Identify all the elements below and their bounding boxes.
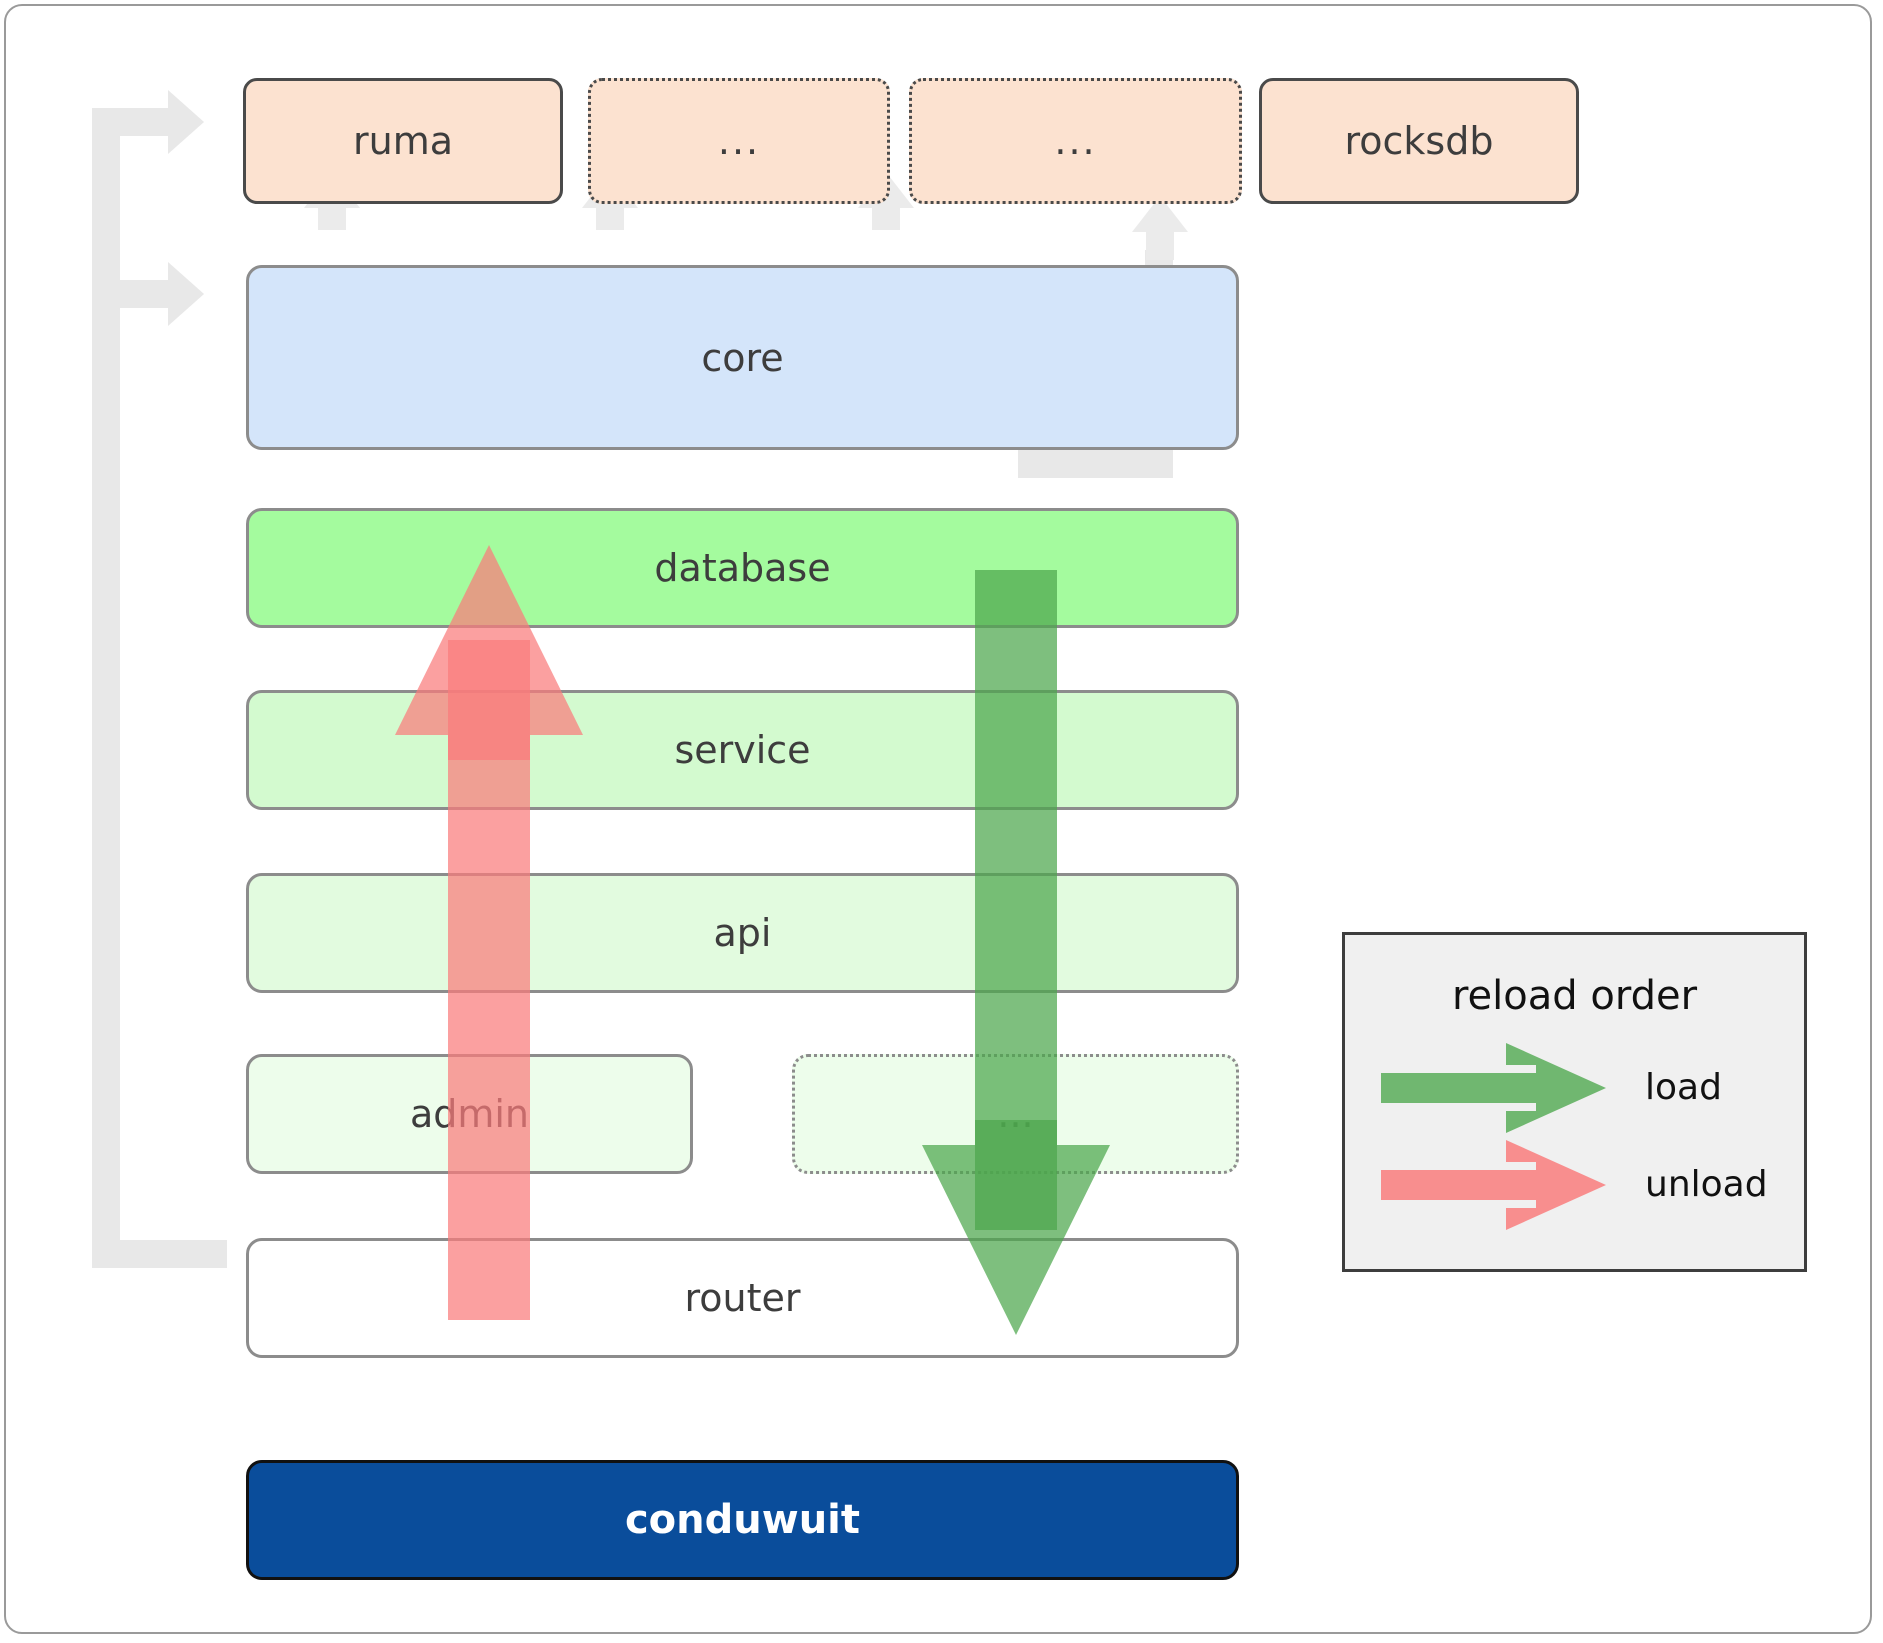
root-box-conduwuit[interactable]: conduwuit	[246, 1460, 1239, 1580]
layer-box-router[interactable]: router	[246, 1238, 1239, 1358]
dependency-box-rocksdb[interactable]: rocksdb	[1259, 78, 1579, 204]
root-label-conduwuit: conduwuit	[624, 1497, 861, 1543]
layer-label-placeholder: ...	[997, 1092, 1034, 1136]
layer-box-placeholder[interactable]: ...	[792, 1054, 1239, 1174]
layer-box-database[interactable]: database	[246, 508, 1239, 628]
layer-label-api: api	[713, 911, 772, 955]
layer-label-service: service	[674, 728, 811, 772]
layer-label-router: router	[684, 1276, 801, 1320]
legend-load-arrow-icon	[1381, 1043, 1606, 1133]
dependency-box-placeholder-2[interactable]: ...	[909, 78, 1242, 204]
core-box[interactable]: core	[246, 265, 1239, 450]
layer-label-database: database	[654, 546, 831, 590]
legend-label-unload: unload	[1645, 1164, 1768, 1205]
dependency-label-rocksdb: rocksdb	[1344, 119, 1494, 163]
connector-rail-to-core	[92, 280, 180, 308]
dependency-label-placeholder-2: ...	[1054, 118, 1097, 163]
dependency-box-placeholder-1[interactable]: ...	[588, 78, 890, 204]
legend-unload-arrow-icon	[1381, 1140, 1606, 1230]
connector-arrow-to-core-icon	[168, 262, 204, 326]
database-to-rocksdb-stem	[1146, 230, 1174, 260]
diagram-frame	[4, 4, 1872, 1634]
layer-box-admin[interactable]: admin	[246, 1054, 693, 1174]
core-label: core	[701, 335, 784, 380]
dependency-box-ruma[interactable]: ruma	[243, 78, 563, 204]
connector-rail-from-conduwuit	[92, 1240, 227, 1268]
layer-label-admin: admin	[409, 1092, 530, 1136]
layer-box-api[interactable]: api	[246, 873, 1239, 993]
dependency-label-placeholder-1: ...	[717, 118, 761, 163]
connector-arrow-to-ruma-icon	[168, 90, 204, 154]
dependency-label-ruma: ruma	[352, 119, 453, 163]
legend-title: reload order	[1451, 973, 1698, 1019]
legend-label-load: load	[1645, 1067, 1722, 1108]
legend-panel: reload order load unload	[1342, 932, 1807, 1272]
layer-box-service[interactable]: service	[246, 690, 1239, 810]
connector-rail-to-ruma	[92, 108, 180, 136]
